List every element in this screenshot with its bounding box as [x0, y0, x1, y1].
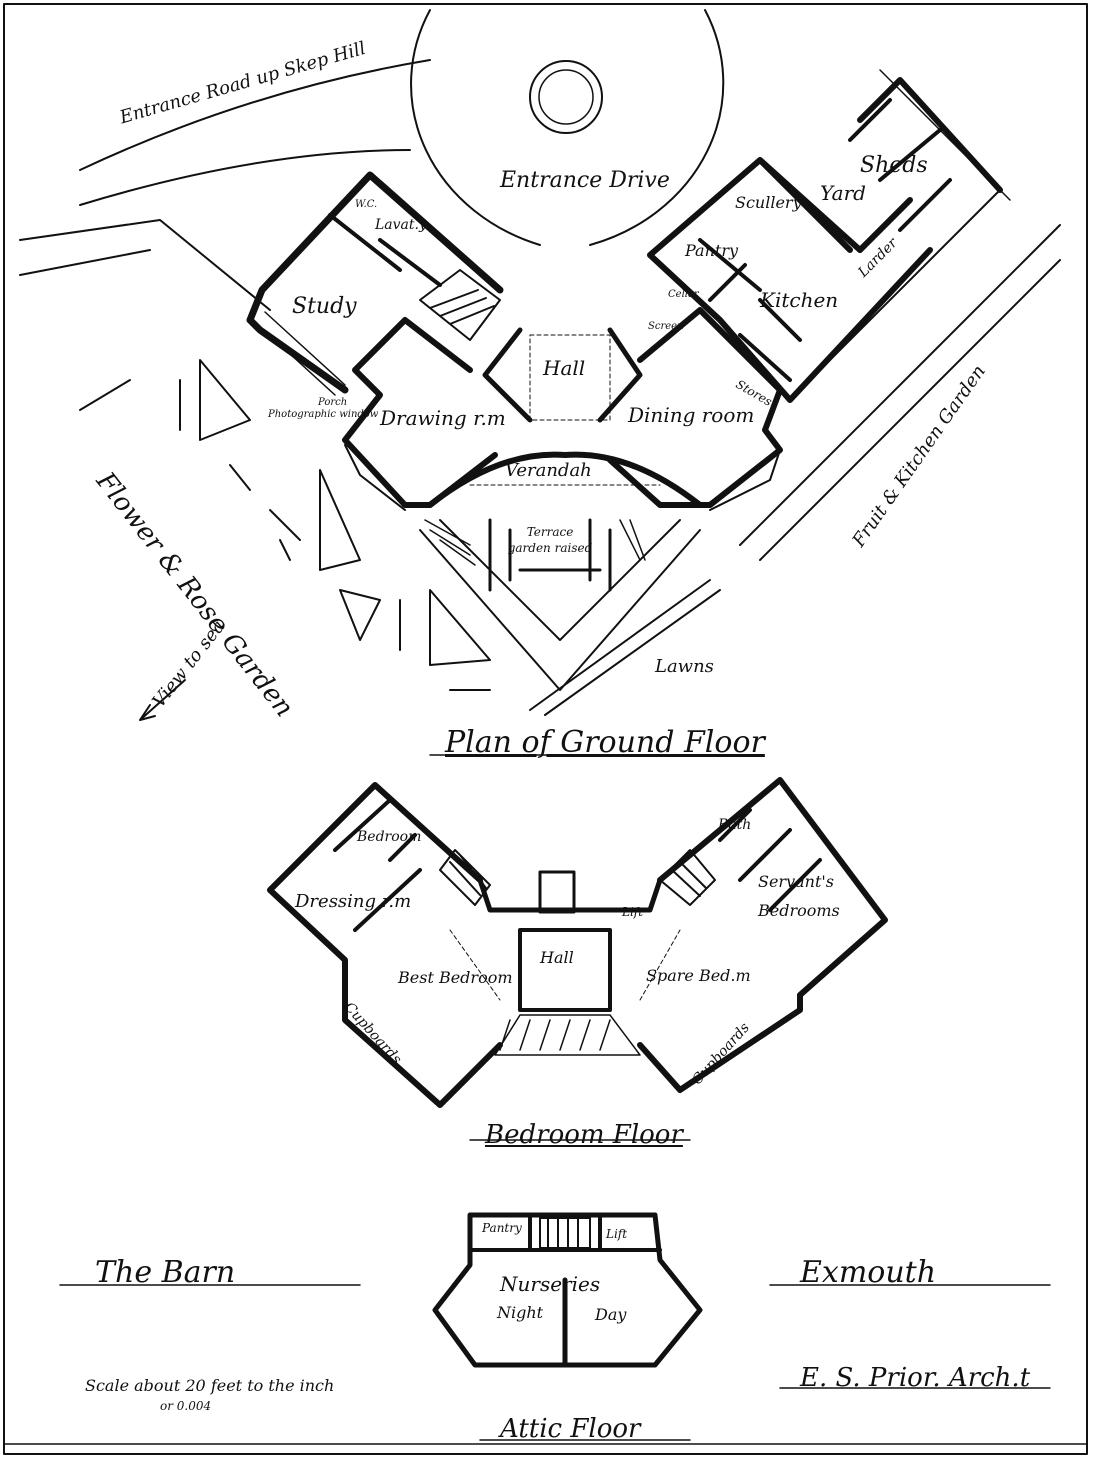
bedroom-floor-centre [477, 877, 663, 913]
bedroom-floor-right-wing [637, 777, 888, 1093]
bedroom-floor-title: Bedroom Floor [485, 1120, 683, 1150]
bedroom-lift [538, 870, 576, 914]
flower-bed [179, 359, 251, 441]
view-arrow [139, 679, 186, 721]
yard-hatch-wall [879, 69, 1011, 201]
attic-walls [432, 1212, 703, 1368]
bedroom-floor-left-wing [267, 782, 503, 1108]
pantry-label: Pantry [685, 241, 739, 260]
bedroom-stairs-right [659, 849, 716, 906]
fruit-garden-boundary [739, 224, 1061, 561]
lawns-label: Lawns [655, 656, 714, 677]
verandah-label: Verandah [505, 460, 592, 481]
flower-bed [429, 589, 491, 691]
bedroom-floor-inner [333, 798, 822, 932]
porch-label: Porch [318, 397, 348, 408]
page-border [3, 3, 1088, 1455]
left-boundary-wall [19, 219, 271, 311]
flower-bed [229, 464, 361, 571]
attic-stairs [539, 1217, 591, 1249]
entrance-drive-label: Entrance Drive [500, 168, 670, 193]
entrance-road-edge [79, 149, 411, 206]
lawn-boundary [529, 579, 721, 716]
day-label: Day [595, 1305, 627, 1324]
bedroom-label: Bedroom [357, 829, 422, 845]
scale-line-1: Scale about 20 feet to the inch [85, 1376, 335, 1395]
attic-top-rooms [468, 1213, 662, 1252]
drawing-room-label: Drawing r.m [380, 406, 506, 430]
study-inner [328, 213, 442, 287]
terrace-outer [419, 529, 701, 691]
kitchen-inner [698, 238, 802, 382]
sheds-label: Sheds [860, 153, 928, 178]
study-stairs [419, 269, 501, 341]
study-label: Study [292, 294, 357, 319]
attic-floor-title: Attic Floor [500, 1414, 641, 1444]
entrance-road-edge [79, 59, 431, 171]
yard-walls [797, 77, 1003, 253]
drawing-room-bay [344, 444, 406, 511]
house-place: Exmouth [800, 1255, 937, 1290]
kitchen-wing-walls [647, 157, 933, 403]
scale-line-2: or 0.004 [160, 1399, 212, 1413]
ground-floor-title: Plan of Ground Floor [445, 725, 765, 760]
terrace-hatch [424, 519, 646, 566]
bedroom-stairs-left [439, 849, 491, 906]
dressing-room-label: Dressing r.m [295, 891, 412, 912]
nurseries-label: Nurseries [500, 1272, 601, 1296]
flower-bed [79, 379, 131, 411]
kitchen-window-wall [789, 189, 1001, 401]
bedroom-hall [518, 928, 612, 1012]
dining-room-bay [709, 449, 781, 511]
fountain-outer [529, 60, 603, 134]
house-name: The Barn [95, 1255, 236, 1290]
hall-label: Hall [543, 356, 586, 380]
bedroom-hatch [494, 1014, 641, 1056]
scullery-label: Scullery [735, 193, 802, 212]
photographic-label: Photographic window [268, 409, 379, 420]
yard-label: Yard [820, 181, 866, 205]
bath-label: Bath [718, 817, 752, 833]
hall-walls [482, 327, 643, 423]
servants-bedrooms-label: Servant's Bedrooms [758, 872, 840, 920]
sheds-walls [848, 98, 952, 232]
flower-bed [269, 509, 301, 561]
cellar-label: Cellar [668, 289, 699, 300]
architect-signature: E. S. Prior. Arch.t [800, 1363, 1031, 1393]
best-bedroom-label: Best Bedroom [398, 968, 513, 987]
terrace-label: Terrace garden raised [507, 525, 593, 555]
study-window-wall [254, 311, 346, 396]
attic-pantry-label: Pantry [482, 1221, 522, 1235]
bedroom-diag [449, 929, 681, 1001]
bedroom-hall-label: Hall [540, 948, 574, 967]
verandah-curve [427, 451, 703, 508]
fountain-inner [538, 69, 594, 125]
entrance-drive-circle [589, 9, 725, 246]
dining-room-walls [607, 307, 783, 508]
terrace-garden-beds [488, 518, 612, 592]
attic-lift-label: Lift [606, 1227, 628, 1241]
hall-floor [529, 334, 611, 421]
night-label: Night [497, 1303, 544, 1322]
dining-room-label: Dining room [628, 403, 755, 427]
flower-bed [339, 589, 401, 651]
screen-label: Screen [648, 321, 684, 332]
entrance-drive-circle [410, 9, 541, 246]
spare-bedroom-label: Spare Bed.m [646, 966, 751, 985]
kitchen-label: Kitchen [760, 288, 839, 312]
lavatory-label: Lavat.y [375, 217, 427, 233]
wc-label: W.C. [355, 199, 378, 210]
bedroom-lift-label: Lift [622, 905, 644, 919]
